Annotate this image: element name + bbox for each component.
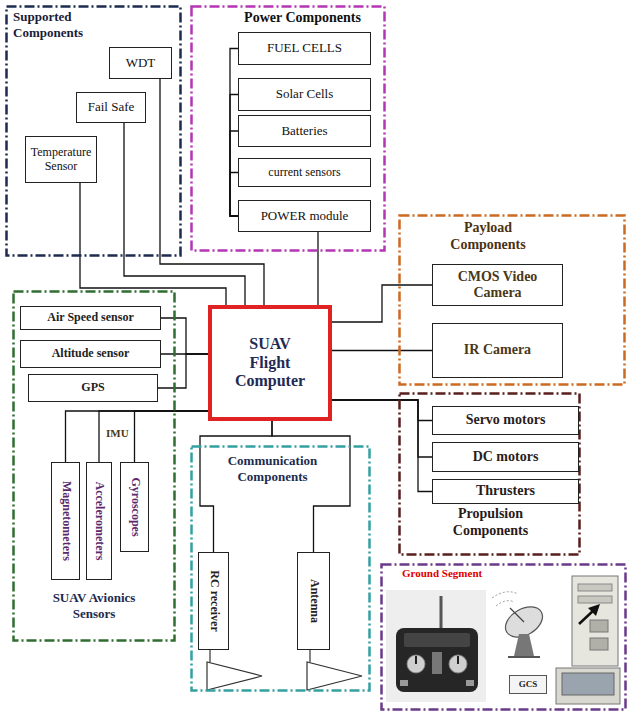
connector-line — [230, 173, 238, 217]
vertical-component-box: RC receiver — [198, 552, 229, 650]
vertical-component-box: Antenna — [297, 552, 330, 650]
group-heading: SUAV Avionics Sensors — [39, 590, 149, 621]
connector-line — [332, 285, 432, 322]
component-box: Thrusters — [432, 479, 579, 504]
box-text: POWER module — [261, 209, 349, 224]
box-text: Air Speed sensor — [47, 311, 133, 325]
vertical-component-box: Gyroscopes — [120, 462, 149, 552]
component-box: Servo motors — [432, 406, 579, 435]
connector-line — [135, 411, 209, 462]
connector-line — [161, 318, 208, 354]
box-text: Fail Safe — [88, 100, 135, 115]
connector-line — [124, 123, 245, 305]
box-text: Temperature Sensor — [29, 146, 93, 174]
component-box: Air Speed sensor — [20, 306, 161, 330]
imu-label: IMU — [106, 427, 129, 439]
component-box: FUEL CELLS — [238, 32, 371, 65]
component-group: Payload ComponentsCMOS Video Camera IR Ca… — [398, 214, 626, 386]
rc-transmitter-picture — [386, 590, 486, 702]
component-box: DC motors — [432, 442, 579, 472]
component-box: IR Camera — [432, 323, 563, 378]
group-border — [400, 394, 580, 555]
box-text: IR Camera — [464, 342, 531, 358]
component-box: Temperature Sensor — [25, 136, 97, 183]
component-box: GPS — [28, 374, 158, 402]
box-text: Gyroscopes — [128, 477, 142, 536]
component-box: Batteries — [238, 115, 371, 147]
group-border — [192, 447, 370, 691]
box-text: current sensors — [268, 166, 340, 180]
box-text: DC motors — [473, 449, 539, 465]
connector-line — [158, 354, 208, 388]
connector-line — [160, 79, 264, 305]
vertical-component-box: Accelerometers — [86, 462, 112, 580]
box-text: SUAV Flight Computer — [228, 335, 312, 390]
component-group: SUAV Avionics Sensors Air Speed sensorAlt… — [12, 290, 176, 642]
group-heading: Supported Components — [13, 9, 108, 40]
group-heading: Ground Segment — [402, 567, 552, 580]
amplifier-symbols — [207, 650, 362, 690]
component-group: Power ComponentsFUEL CELLS Solar CellsBat… — [190, 5, 386, 252]
group-border — [14, 292, 175, 641]
component-box: WDT — [109, 47, 172, 79]
component-group: Ground SegmentGCS — [380, 563, 627, 711]
connector-line — [317, 232, 318, 305]
box-text: Batteries — [281, 124, 327, 139]
box-text: Solar Cells — [276, 87, 333, 102]
connector-line — [80, 183, 226, 305]
vertical-component-box: Magnetometers — [51, 462, 80, 580]
group-border — [382, 565, 626, 710]
component-group: Communication Components RC receiver Anten… — [190, 445, 371, 692]
component-box: current sensors — [238, 158, 371, 187]
box-text: Antenna — [307, 579, 321, 623]
connector-line — [272, 421, 350, 552]
group-border — [400, 216, 625, 385]
box-text: Thrusters — [476, 483, 535, 499]
connector-line — [332, 400, 432, 421]
group-outline — [380, 563, 627, 711]
connector-line — [230, 131, 238, 216]
component-box: CMOS Video Camera — [432, 264, 563, 306]
group-heading: Payload Components — [433, 220, 543, 254]
component-group: Supported ComponentsWDT Fail SafeTemperat… — [5, 5, 182, 257]
connector-line — [200, 421, 272, 552]
group-border — [7, 7, 181, 256]
connector-line — [332, 350, 432, 351]
connector-line — [230, 49, 238, 217]
dish-antenna-picture — [492, 592, 548, 657]
component-box: Fail Safe — [76, 92, 146, 123]
box-text: FUEL CELLS — [267, 41, 342, 56]
connector-line — [332, 400, 432, 492]
box-text: WDT — [126, 56, 156, 71]
connector-line — [332, 400, 432, 457]
group-heading: Communication Components — [210, 453, 335, 484]
box-text: Magnetometers — [59, 481, 73, 561]
box-text: GCS — [519, 679, 538, 689]
box-text: Altitude sensor — [52, 347, 130, 361]
box-text: CMOS Video Camera — [436, 269, 559, 301]
component-box: Altitude sensor — [20, 340, 161, 368]
component-box: GCS — [509, 675, 547, 694]
connector-line — [230, 95, 238, 217]
flight-computer-box: SUAV Flight Computer — [208, 305, 332, 421]
box-text: Accelerometers — [92, 481, 106, 560]
box-text: RC receiver — [207, 570, 221, 631]
component-group: Propulsion Components Servo motors DC moto… — [398, 392, 581, 556]
box-text: GPS — [81, 381, 104, 395]
group-heading: Propulsion Components — [428, 506, 553, 540]
component-box: Solar Cells — [238, 78, 371, 111]
computer-picture — [556, 576, 620, 704]
group-outline — [5, 5, 182, 257]
connector-line — [66, 411, 209, 462]
box-text: Servo motors — [466, 412, 546, 428]
group-border — [192, 7, 385, 251]
component-box: POWER module — [238, 200, 371, 232]
group-heading: Power Components — [225, 10, 380, 27]
